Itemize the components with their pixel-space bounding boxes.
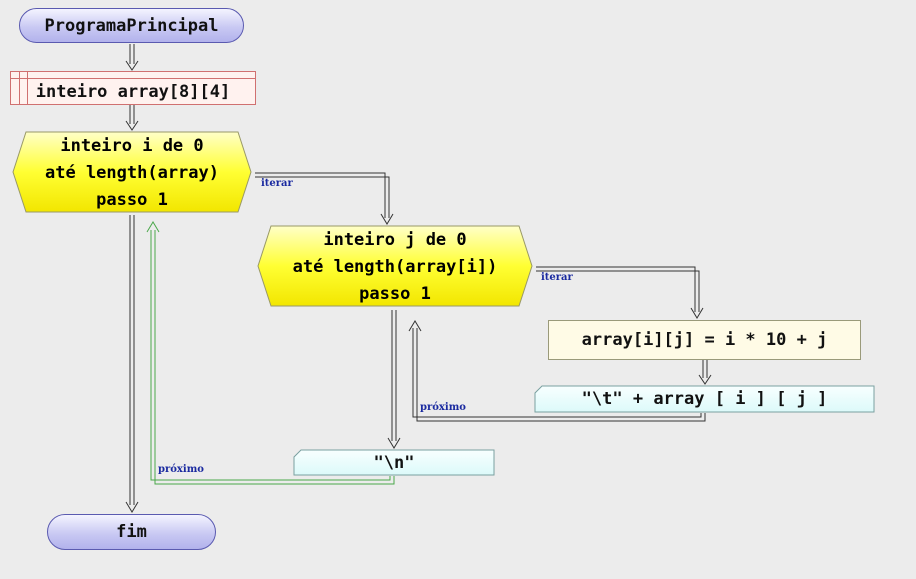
inner-loop-line3: passo 1 (359, 283, 431, 304)
outer-loop-line1: inteiro i de 0 (60, 135, 204, 156)
inner-loop-block[interactable]: inteiro j de 0 até length(array[i]) pass… (258, 227, 532, 307)
start-label: ProgramaPrincipal (44, 15, 219, 36)
declaration-header-bar (11, 72, 255, 79)
declaration-divider (19, 72, 20, 104)
outer-loop-line2: até length(array) (45, 162, 219, 183)
write-newline-shape (293, 449, 495, 476)
end-label: fim (116, 522, 147, 542)
outer-next-label: próximo (158, 464, 204, 475)
inner-next-label: próximo (420, 402, 466, 413)
outer-loop-line3: passo 1 (96, 189, 168, 210)
write-element-block[interactable]: "\t" + array [ i ] [ j ] (535, 386, 874, 412)
assignment-block[interactable]: array[i][j] = i * 10 + j (548, 320, 861, 360)
write-newline-label: "\n" (373, 452, 415, 473)
end-terminal[interactable]: fim (47, 514, 216, 550)
arrow-outer-next (146, 221, 395, 485)
arrow-outer-to-end (125, 215, 139, 513)
arrow-start-to-declaration (125, 44, 139, 71)
outer-loop-shape (12, 131, 252, 213)
outer-loop-block[interactable]: inteiro i de 0 até length(array) passo 1 (13, 133, 251, 213)
arrow-declaration-to-loop (125, 105, 139, 131)
outer-iterate-label: iterar (261, 178, 293, 189)
arrow-outer-iterate (255, 172, 394, 225)
arrow-inner-iterate (536, 266, 704, 319)
declaration-label: inteiro array[8][4] (35, 81, 231, 102)
inner-loop-line1: inteiro j de 0 (323, 229, 467, 250)
inner-iterate-label: iterar (541, 272, 573, 283)
assignment-label: array[i][j] = i * 10 + j (581, 330, 828, 350)
write-element-shape (534, 385, 875, 413)
declaration-block[interactable]: inteiro array[8][4] (10, 71, 256, 105)
declaration-divider (27, 72, 28, 104)
start-terminal[interactable]: ProgramaPrincipal (19, 8, 244, 43)
write-newline-block[interactable]: "\n" (294, 450, 494, 475)
inner-loop-line2: até length(array[i]) (292, 256, 498, 277)
arrow-inner-to-newline (387, 310, 401, 449)
arrow-inner-next (408, 320, 706, 422)
arrow-assign-to-write (698, 360, 712, 385)
write-element-label: "\t" + array [ i ] [ j ] (581, 389, 828, 409)
inner-loop-shape (257, 225, 533, 307)
